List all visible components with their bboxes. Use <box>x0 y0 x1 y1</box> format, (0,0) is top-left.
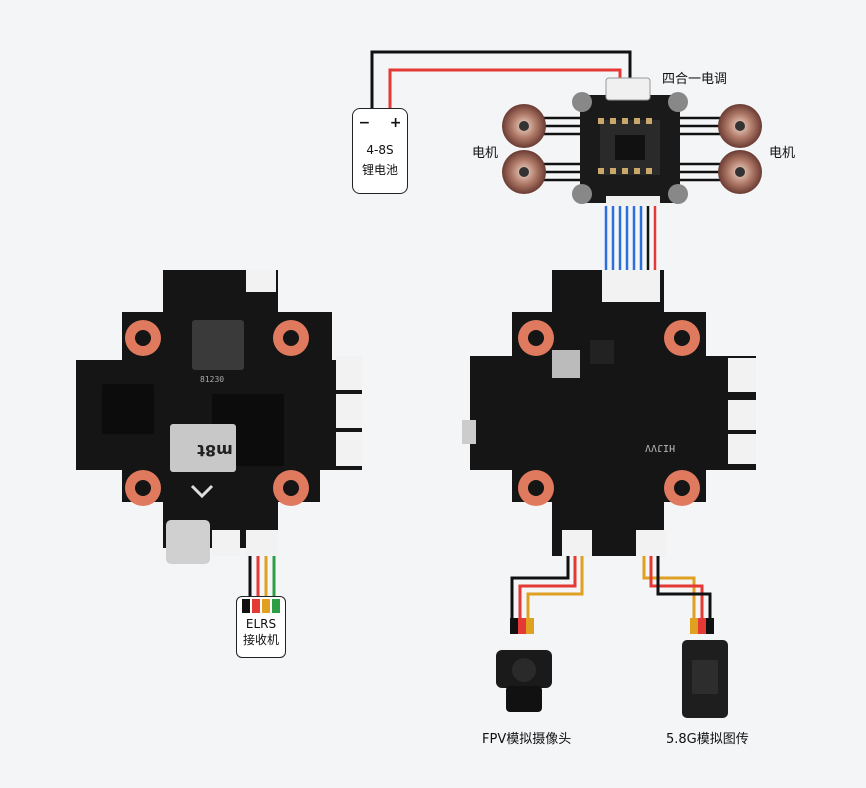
battery-box: − + 4-8S 锂电池 <box>352 108 408 194</box>
elrs-receiver-box: ELRS 接收机 <box>236 596 286 658</box>
camera-label: FPV模拟摄像头 <box>482 732 572 747</box>
motor-wires <box>542 116 720 182</box>
battery-spec: 4-8S <box>366 143 394 157</box>
motor-bottom-right <box>718 150 762 194</box>
fc-left-silk-text: 81230 <box>200 375 224 384</box>
battery-minus-label: − <box>358 115 371 131</box>
vtx-wires <box>642 556 712 620</box>
motor-label-right: 电机 <box>769 146 796 161</box>
fc-right-silk-text: HIJVV <box>645 442 675 453</box>
battery-name: 锂电池 <box>361 163 398 177</box>
sd-card-silk: m8t <box>197 441 233 460</box>
vtx-label: 5.8G模拟图传 <box>666 732 749 747</box>
battery-plus-label: + <box>389 115 402 131</box>
fpv-camera <box>496 650 552 712</box>
esc-board <box>572 77 688 206</box>
fc-left-board: m8t 81230 <box>76 270 362 564</box>
elrs-connector <box>237 599 285 613</box>
esc-label: 四合一电调 <box>662 72 728 87</box>
vtx-plug <box>690 618 714 634</box>
elrs-line1: ELRS <box>245 617 277 631</box>
elrs-wires <box>248 556 276 600</box>
camera-plug <box>510 618 534 634</box>
motor-bottom-left <box>502 150 546 194</box>
motor-top-right <box>718 104 762 148</box>
motor-label-left: 电机 <box>472 146 499 161</box>
battery-wires <box>370 50 632 110</box>
vtx-module <box>682 640 728 718</box>
camera-wires <box>510 556 584 620</box>
elrs-line2: 接收机 <box>242 633 279 647</box>
esc-fc-ribbon <box>604 206 657 270</box>
motor-top-left <box>502 104 546 148</box>
fc-right-board: HIJVV <box>462 270 756 558</box>
battery-terminals: − + <box>353 115 407 131</box>
